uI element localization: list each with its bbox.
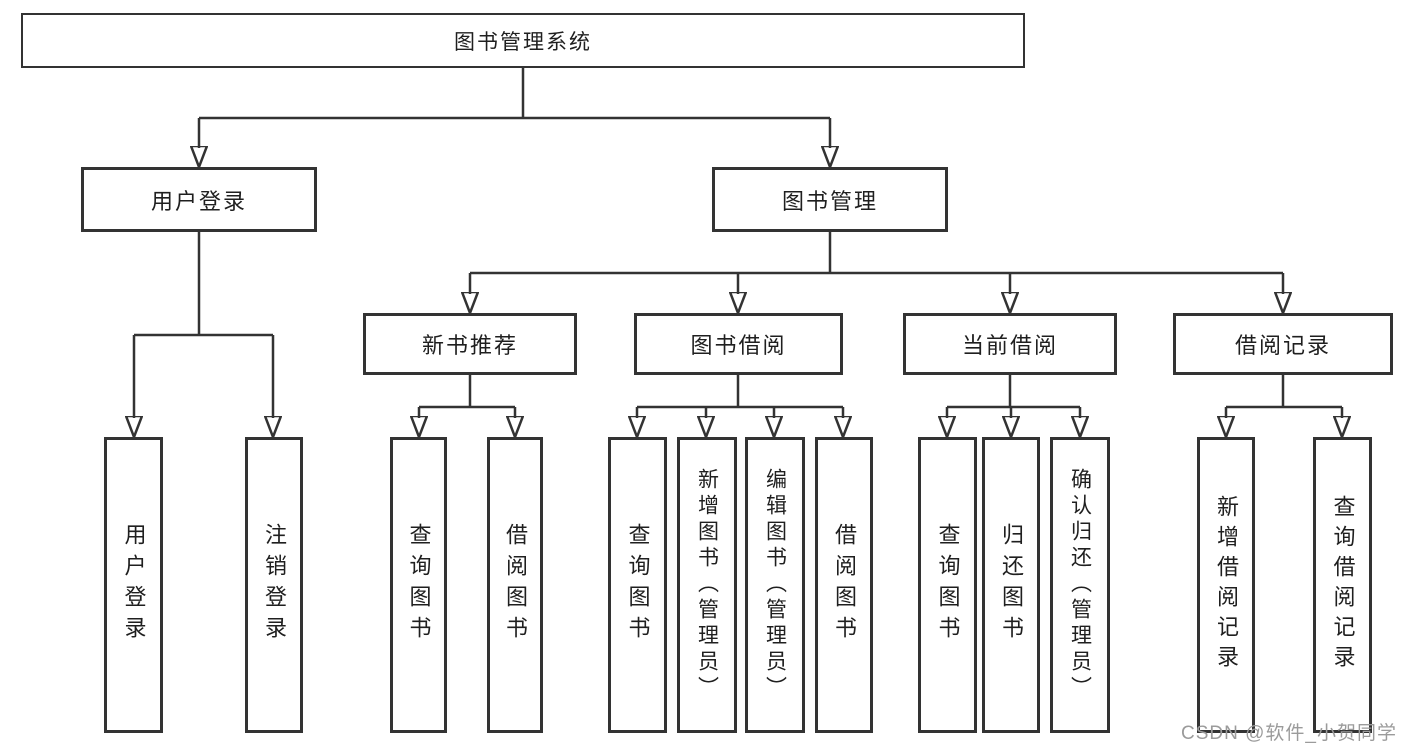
node-current-borrow: 当前借阅	[903, 313, 1117, 375]
leaf-return-books: 归还图书	[982, 437, 1040, 733]
node-borrow-records-label: 借阅记录	[1234, 333, 1331, 358]
watermark: CSDN @软件_小贺同学	[1181, 723, 1397, 744]
connector-book-borrow	[637, 375, 843, 409]
connector-new-book-recommend	[419, 375, 515, 409]
leaf-query-borrow-record-label: 查询借阅记录	[1330, 495, 1356, 675]
leaf-add-books-admin-label: 新增图书（管理员）	[695, 468, 719, 702]
leaf-query-books-borrow-label: 查询图书	[625, 523, 651, 647]
node-new-book-recommend: 新书推荐	[363, 313, 577, 375]
leaf-query-books-recommend-label: 查询图书	[406, 523, 432, 647]
leaf-query-books-borrow: 查询图书	[608, 437, 667, 733]
leaf-add-books-admin: 新增图书（管理员）	[677, 437, 737, 733]
connector-borrow-records	[1226, 375, 1342, 409]
connector-root	[199, 68, 830, 120]
node-current-borrow-label: 当前借阅	[961, 333, 1058, 358]
leaf-add-borrow-record-label: 新增借阅记录	[1214, 495, 1239, 675]
connector-book-management	[470, 232, 1283, 275]
leaf-borrow-books-recommend: 借阅图书	[487, 437, 543, 733]
leaf-query-books-current: 查询图书	[918, 437, 977, 733]
node-book-borrow: 图书借阅	[634, 313, 843, 375]
leaf-query-books-current-label: 查询图书	[935, 523, 961, 647]
node-user-login: 用户登录	[81, 167, 317, 232]
connector-user-login	[134, 232, 273, 337]
node-borrow-records: 借阅记录	[1173, 313, 1393, 375]
leaf-confirm-return-admin: 确认归还（管理员）	[1050, 437, 1110, 733]
leaf-logout-label: 注销登录	[262, 523, 287, 647]
node-book-management-label: 图书管理	[781, 188, 878, 214]
leaf-edit-books-admin-label: 编辑图书（管理员）	[763, 468, 787, 702]
leaf-query-books-recommend: 查询图书	[390, 437, 447, 733]
leaf-user-login: 用户登录	[104, 437, 163, 733]
node-new-book-recommend-label: 新书推荐	[421, 333, 518, 358]
leaf-confirm-return-admin-label: 确认归还（管理员）	[1068, 468, 1092, 702]
leaf-borrow-books-recommend-label: 借阅图书	[503, 523, 528, 647]
leaf-borrow-books: 借阅图书	[815, 437, 873, 733]
leaf-edit-books-admin: 编辑图书（管理员）	[745, 437, 805, 733]
leaf-query-borrow-record: 查询借阅记录	[1313, 437, 1372, 733]
node-book-management: 图书管理	[712, 167, 948, 232]
node-book-borrow-label: 图书借阅	[690, 333, 787, 358]
leaf-add-borrow-record: 新增借阅记录	[1197, 437, 1255, 733]
leaf-user-login-label: 用户登录	[121, 523, 147, 647]
leaf-return-books-label: 归还图书	[999, 523, 1024, 647]
leaf-logout: 注销登录	[245, 437, 303, 733]
leaf-borrow-books-label: 借阅图书	[832, 523, 857, 647]
node-root: 图书管理系统	[21, 13, 1025, 68]
connector-current-borrow	[947, 375, 1080, 409]
node-root-label: 图书管理系统	[454, 30, 592, 54]
node-user-login-label: 用户登录	[150, 188, 247, 214]
